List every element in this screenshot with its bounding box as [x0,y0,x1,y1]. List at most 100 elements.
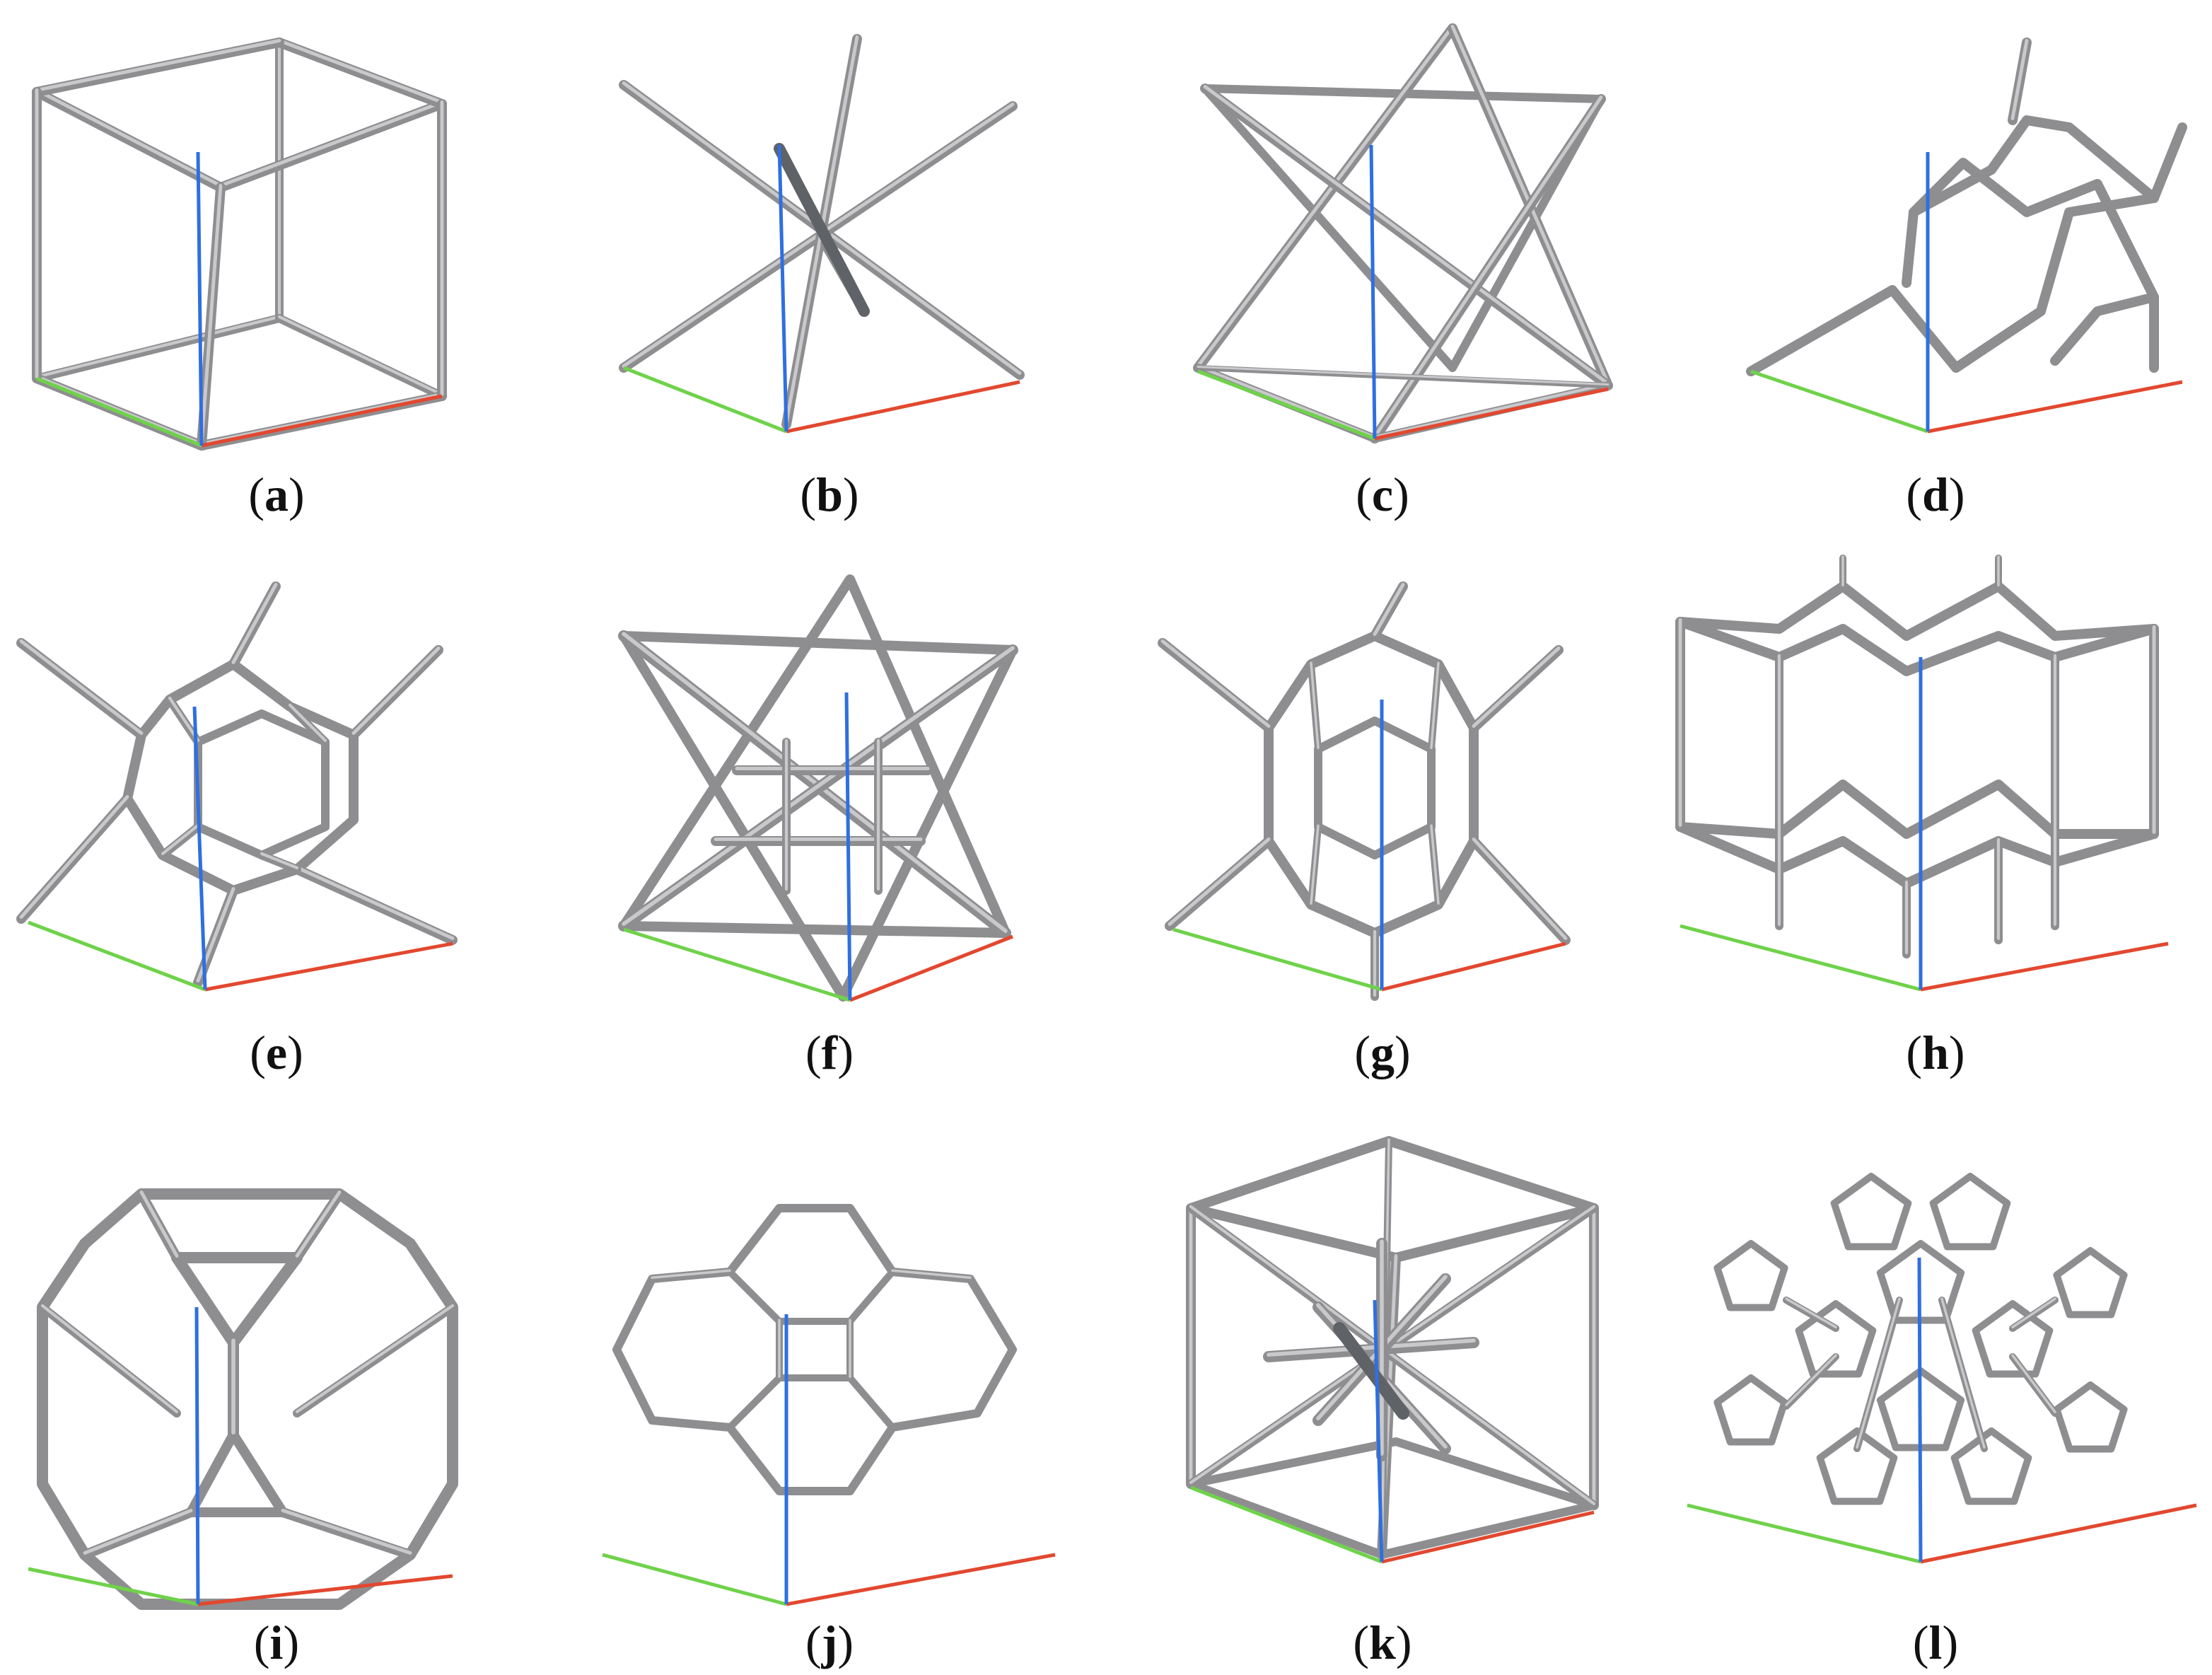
panel-letter: h [1922,1026,1949,1079]
y-axis-green [36,376,202,448]
panel-letter: d [1922,468,1949,521]
x-axis-red [204,941,453,992]
truncated-octahedron-lattice-icon [1158,581,1571,1001]
strut-highlight [1940,1297,1986,1449]
strut-highlight [891,1269,972,1279]
strut-pentagon [2053,1247,2128,1318]
strut-highlight [1203,85,1610,386]
strut-path [2050,292,2159,366]
strut-highlight [295,1190,342,1258]
panel-letter: e [265,1026,288,1079]
y-axis-green [1687,1503,1921,1564]
strut-path [726,1268,896,1325]
strut-highlight [295,1304,455,1413]
panel-k: (k) [1106,1116,1659,1674]
strut-highlight [288,703,327,742]
z-axis-blue [192,706,207,990]
strut-highlight [168,696,200,742]
strut-pentagon [1950,1427,2032,1505]
panel-label: (d) [1906,468,1965,521]
strut [1263,1337,1479,1362]
strut-highlight [1310,824,1320,905]
strut-highlight [351,647,441,735]
diamond-lattice-icon [1746,37,2187,434]
strut-loop [171,1252,303,1348]
y-axis-green [1680,924,1921,992]
x-axis-red [1374,387,1609,441]
strut [648,1268,733,1282]
strut-loop [1264,631,1479,938]
strut-highlight [1168,838,1271,926]
strut-highlight [35,39,281,92]
y-axis-green [1750,369,1928,434]
panel-letter: l [1928,1616,1943,1669]
panel-c: (c) [1106,0,1659,558]
strut-highlight [40,1304,179,1413]
truncated-cube-lattice-icon [28,1188,458,1610]
strut-highlight [277,315,444,396]
panel-label: (g) [1354,1026,1411,1079]
x-axis-red [786,1553,1056,1606]
panel-label: (k) [1353,1616,1412,1669]
strut-path [1902,115,2159,288]
y-axis-green [623,927,851,1002]
z-axis-blue [1373,1299,1384,1563]
strut-highlight [1373,95,1603,439]
strut-pentagon [1816,1427,1898,1505]
strut-highlight [1196,25,1455,368]
strut-path [726,1374,896,1431]
panel-e: (e) [0,558,553,1116]
octet-truss-lattice-icon [618,574,1018,1002]
x-axis-red [1927,380,2183,434]
cubic-star-lattice-icon [1186,1136,1599,1564]
y-axis-green [1190,1485,1382,1564]
panel-label: (e) [250,1026,303,1079]
strut-highlight [1189,1205,1596,1505]
panel-letter: k [1369,1616,1396,1669]
strut-highlight [1310,661,1320,749]
strut-pentagon [1795,1300,1877,1378]
strut-highlight [1785,1297,1837,1328]
strut-highlight [1430,661,1440,749]
strut-highlight [295,866,455,940]
strut-highlight [260,852,299,869]
strut-highlight [1785,1354,1837,1406]
panel-d: (d) [1659,0,2212,558]
panel-letter: j [821,1616,838,1669]
strut-highlight [19,795,129,919]
strut-highlight [231,583,278,664]
strut-loop [1314,717,1436,859]
strut-loop [612,1204,1017,1495]
strut-pentagon [1713,1374,1788,1446]
strut-highlight [1472,838,1568,940]
strut [32,37,284,97]
z-axis-blue [1917,1257,1923,1563]
y-axis-green [1197,369,1375,441]
x-axis-red [786,380,1020,434]
strut-highlight [35,88,223,187]
panel-letter: c [1371,468,1394,521]
x-axis-red [201,394,443,448]
strut-highlight [1196,364,1377,439]
strut-highlight [1472,647,1561,728]
strut-pentagon [1830,1173,1912,1251]
z-axis-blue [194,1306,200,1605]
zigzag-layer-lattice-icon [1675,555,2169,992]
panel-b: (b) [553,0,1106,558]
strut-pentagon [1713,1240,1788,1311]
panel-label: (h) [1906,1026,1965,1079]
strut-highlight [1267,1338,1476,1357]
strut-highlight [1856,1297,1901,1449]
weaire-phelan-lattice-icon [1687,1173,2197,1564]
panel-letter: g [1370,1026,1395,1079]
panel-label: (j) [805,1616,854,1669]
panel-label: (f) [805,1026,854,1079]
strut [774,143,870,317]
strut-highlight [219,100,444,187]
strut-highlight [1373,583,1405,636]
panel-label: (c) [1356,468,1409,521]
kelvin-cell-lattice-icon [602,1204,1056,1606]
strut-pentagon [1972,1300,2054,1378]
strut-highlight [281,1509,412,1555]
strut-highlight [19,639,144,735]
